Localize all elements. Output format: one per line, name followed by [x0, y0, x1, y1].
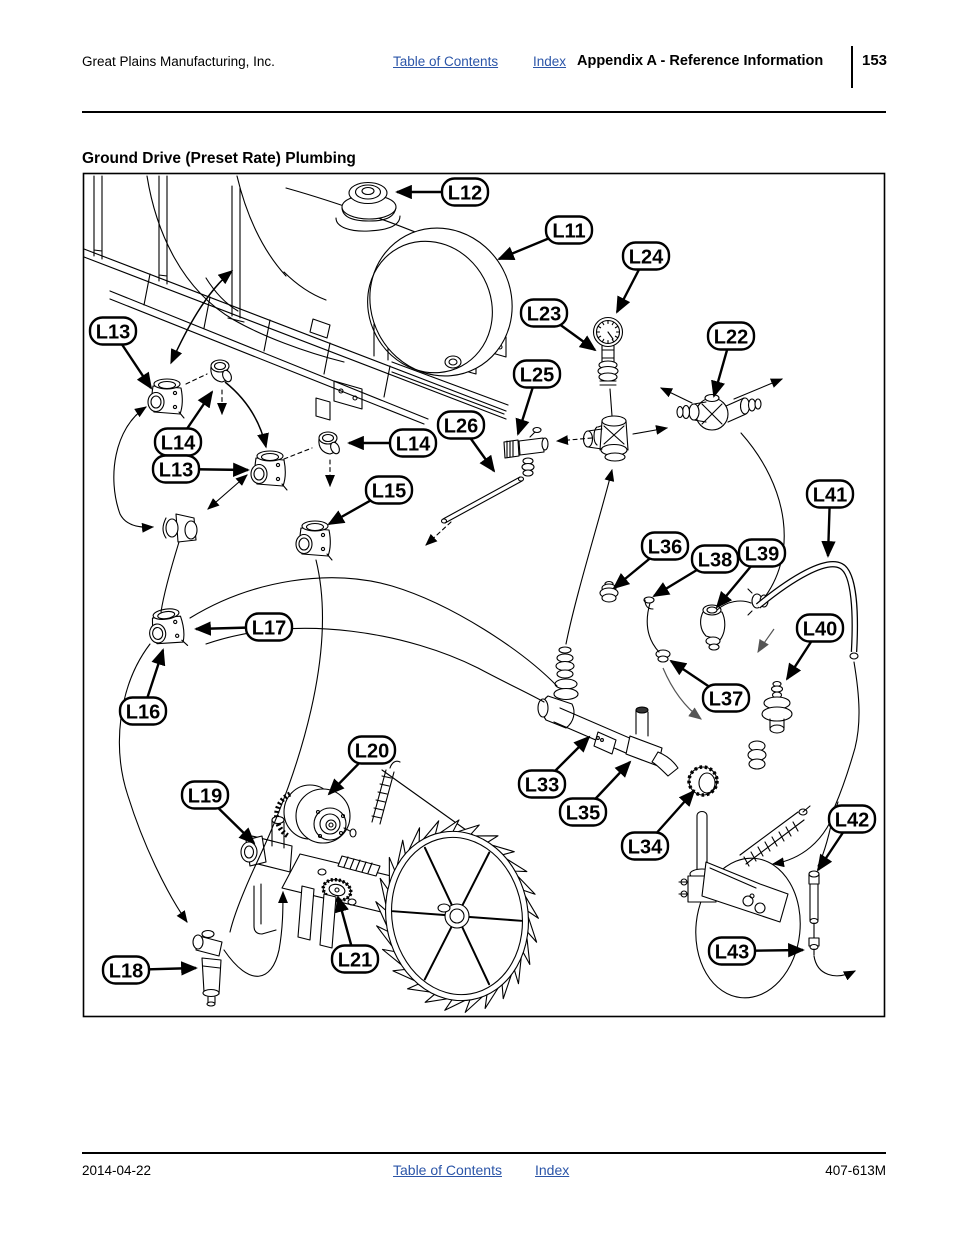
callout-L25: L25: [512, 359, 562, 436]
svg-text:L35: L35: [566, 803, 600, 825]
svg-text:L20: L20: [355, 741, 389, 763]
callout-L15: L15: [327, 475, 414, 526]
svg-text:L39: L39: [745, 544, 779, 566]
callout-L39: L39: [715, 538, 787, 609]
callout-L40: L40: [785, 613, 845, 681]
header-rule: [82, 111, 886, 113]
svg-text:L26: L26: [444, 416, 478, 438]
ground-wheel-illustration: [375, 819, 539, 1013]
section-title: Appendix A - Reference Information: [577, 53, 824, 69]
svg-text:L17: L17: [252, 618, 286, 640]
callout-L22: L22: [706, 321, 756, 398]
svg-text:L15: L15: [372, 481, 406, 503]
svg-text:L13: L13: [96, 322, 130, 344]
callout-L13: L13: [151, 454, 250, 484]
callout-L36: L36: [612, 531, 690, 590]
footer-index-link[interactable]: Index: [535, 1162, 570, 1178]
callout-L26: L26: [436, 410, 496, 473]
svg-text:L19: L19: [188, 786, 222, 808]
svg-text:L38: L38: [698, 550, 732, 572]
callout-L13: L13: [88, 316, 153, 390]
svg-text:L36: L36: [648, 537, 682, 559]
page-number: 153: [862, 52, 888, 69]
svg-text:L25: L25: [520, 365, 554, 387]
svg-text:L24: L24: [629, 247, 664, 269]
callout-L12: L12: [395, 177, 490, 207]
figure-border: [82, 172, 886, 1018]
header-toc-link[interactable]: Table of Contents: [393, 54, 499, 69]
l25-valve-illustration: [503, 425, 602, 477]
callout-L43: L43: [707, 936, 805, 966]
hose-lines: [113, 270, 860, 981]
valve-l13-b: [250, 450, 288, 491]
callout-L23: L23: [519, 298, 597, 352]
svg-text:L33: L33: [525, 775, 559, 797]
callout-L24: L24: [615, 241, 671, 314]
callout-L33: L33: [517, 735, 591, 799]
callout-L11: L11: [497, 215, 594, 261]
svg-text:L18: L18: [109, 961, 143, 983]
svg-text:L14: L14: [396, 434, 431, 456]
svg-text:L40: L40: [803, 619, 837, 641]
svg-text:L23: L23: [527, 304, 561, 326]
callout-L41: L41: [805, 479, 855, 558]
valve-l15: [295, 520, 333, 561]
assembly-dashed-lines: [185, 373, 593, 546]
valve-l17: [145, 606, 189, 651]
svg-text:L14: L14: [161, 433, 196, 455]
manifold-illustration: [676, 393, 762, 431]
l26-tube-illustration: [440, 476, 525, 524]
valve-l13-a: [147, 378, 185, 419]
tee-fitting-illustration: [162, 513, 198, 543]
elbow-l14-a: [210, 359, 234, 384]
wheel-arm-illustration: [678, 805, 820, 999]
svg-text:L43: L43: [715, 942, 749, 964]
pump-cluster-illustration: [240, 760, 481, 949]
svg-text:L12: L12: [448, 183, 482, 205]
callout-L42: L42: [816, 804, 877, 872]
svg-text:L34: L34: [628, 837, 663, 859]
footer-date: 2014-04-22: [82, 1163, 152, 1178]
svg-text:L21: L21: [338, 950, 372, 972]
svg-text:L16: L16: [126, 702, 160, 724]
footer-toc-link[interactable]: Table of Contents: [393, 1162, 502, 1178]
svg-text:L37: L37: [709, 689, 743, 711]
header-divider: [851, 46, 853, 88]
footer-rule: [82, 1152, 886, 1154]
callout-L18: L18: [101, 955, 198, 985]
callout-L17: L17: [194, 612, 294, 642]
callout-L20: L20: [327, 735, 397, 796]
cross-fitting-illustration: [582, 415, 629, 462]
callout-L38: L38: [652, 544, 740, 598]
callout-L21: L21: [330, 895, 380, 974]
callout-L37: L37: [669, 659, 751, 713]
callout-L19: L19: [180, 780, 256, 845]
svg-text:L11: L11: [552, 221, 585, 243]
doc-number: 407-613M: [825, 1163, 886, 1178]
company-name: Great Plains Manufacturing, Inc.: [82, 54, 275, 69]
callout-L35: L35: [558, 760, 632, 827]
figure-title: Ground Drive (Preset Rate) Plumbing: [82, 150, 356, 167]
callout-L16: L16: [118, 648, 168, 726]
flow-meter-illustration: [537, 646, 719, 797]
svg-text:L13: L13: [159, 460, 193, 482]
header-index-link[interactable]: Index: [533, 54, 567, 69]
svg-text:L22: L22: [714, 327, 748, 349]
elbow-l14-b: [318, 431, 342, 456]
filter-illustration: [192, 929, 223, 1007]
tank-illustration: [146, 175, 513, 377]
svg-text:L41: L41: [813, 485, 847, 507]
pressure-gauge-illustration: [592, 316, 624, 417]
callout-L14: L14: [347, 428, 438, 458]
svg-text:L42: L42: [835, 810, 869, 832]
callout-L34: L34: [620, 789, 696, 861]
